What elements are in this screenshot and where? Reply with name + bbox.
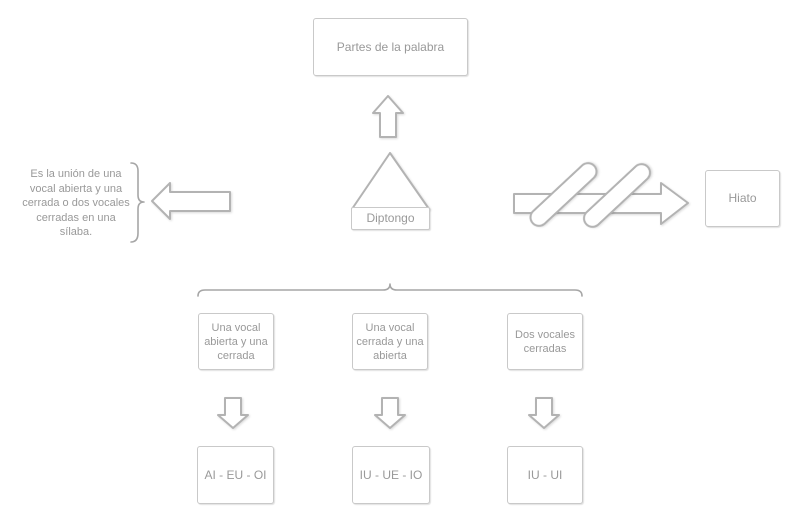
definition-text: Es la unión de una vocal abierta y una c… bbox=[22, 168, 130, 238]
left-arrow-icon bbox=[151, 182, 231, 220]
node-tipo-abierta-cerrada: Una vocal abierta y una cerrada bbox=[198, 313, 274, 370]
node-partes-de-la-palabra: Partes de la palabra bbox=[313, 18, 468, 76]
definition-curly-brace-icon bbox=[130, 162, 145, 243]
down-arrow-icon bbox=[217, 397, 249, 429]
down-arrow-icon bbox=[374, 397, 406, 429]
slash-bar-icon bbox=[529, 162, 598, 227]
node-tipo-cerrada-abierta: Una vocal cerrada y una abierta bbox=[352, 313, 428, 370]
node-ejemplos-ai-eu-oi: AI - EU - OI bbox=[197, 446, 274, 504]
node-hiato: Hiato bbox=[705, 170, 780, 227]
up-arrow-icon bbox=[372, 95, 404, 138]
node-ejemplos-iu-ui: IU - UI bbox=[507, 446, 583, 504]
node-diptongo: Diptongo bbox=[351, 207, 430, 230]
node-ejemplos-iu-ue-io: IU - UE - IO bbox=[352, 446, 430, 504]
slash-bar-icon bbox=[582, 163, 652, 228]
down-arrow-icon bbox=[528, 397, 560, 429]
node-tipo-dos-cerradas: Dos vocales cerradas bbox=[507, 313, 583, 370]
triangle-shape bbox=[351, 152, 430, 210]
types-curly-brace-icon bbox=[197, 283, 583, 297]
